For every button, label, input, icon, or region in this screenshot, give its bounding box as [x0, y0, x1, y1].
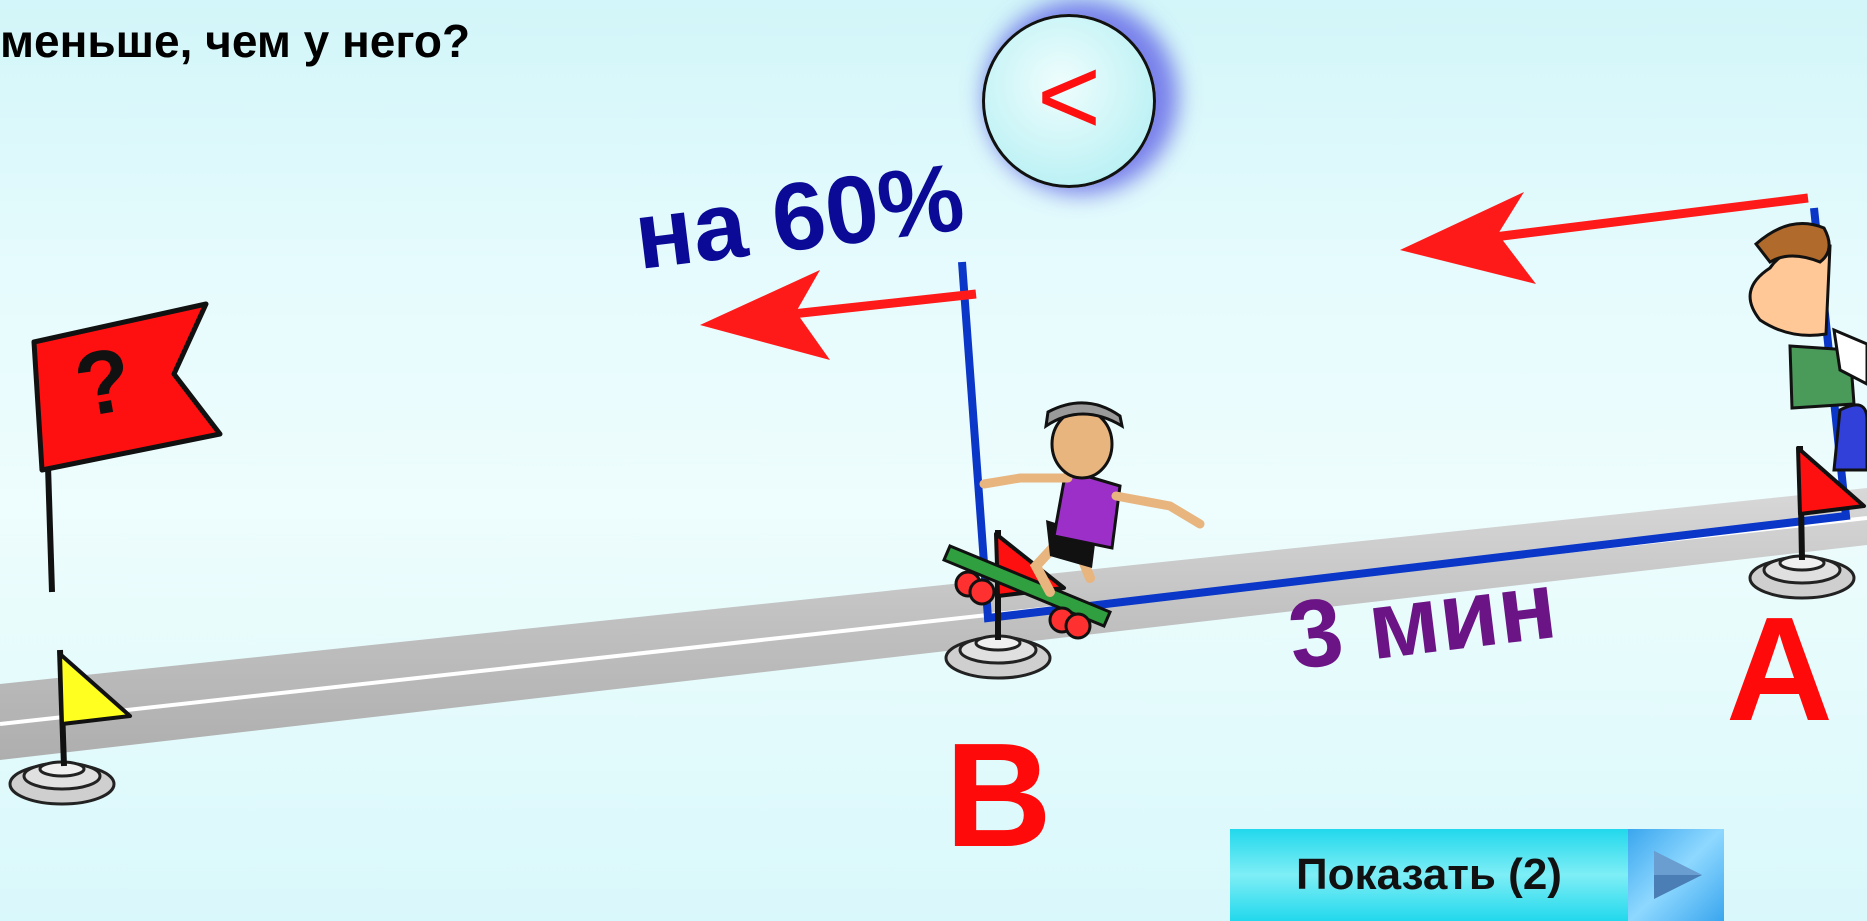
less-than-symbol: <: [1036, 34, 1102, 158]
arrow-left-icon: [700, 270, 977, 360]
point-a-label: A: [1726, 587, 1833, 752]
flag-icon: [31, 301, 223, 593]
play-icon: [1654, 851, 1702, 899]
point-b-label: B: [945, 713, 1052, 878]
arrow-left-icon: [1400, 192, 1809, 284]
question-text: меньше, чем у него?: [0, 15, 471, 67]
flag-icon: [8, 649, 132, 806]
runner-figure: [1748, 222, 1867, 472]
skateboarder-figure: [942, 401, 1205, 640]
flag-icon: [1748, 445, 1866, 600]
next-button[interactable]: [1628, 829, 1724, 921]
show-button[interactable]: Показать (2): [1230, 829, 1628, 921]
comparison-button[interactable]: <: [982, 14, 1156, 188]
show-button-label: Показать (2): [1296, 850, 1562, 899]
road: [0, 488, 1867, 760]
